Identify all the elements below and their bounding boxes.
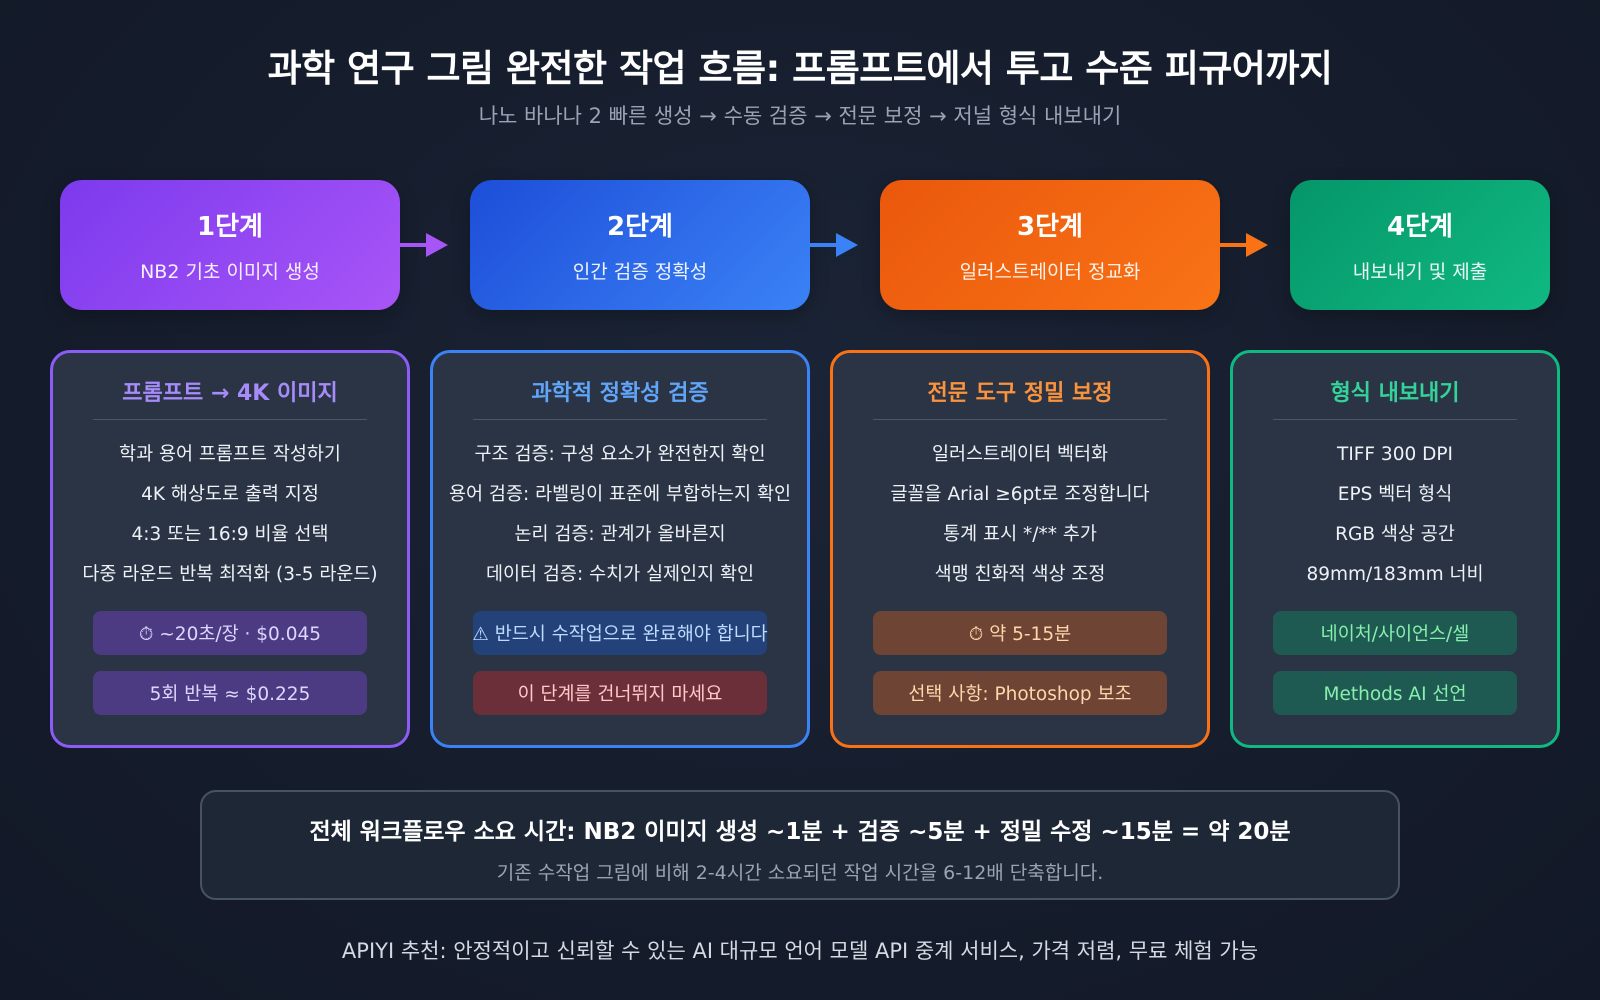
card-3-time-badge: ⏱ 약 5-15분 — [873, 611, 1167, 655]
stage-3-title: 3단계 — [1017, 212, 1083, 242]
detail-card-3: 전문 도구 정밀 보정 일러스트레이터 벡터화 글꼴을 Arial ≥6pt로 … — [830, 350, 1210, 748]
card-1-item: 다중 라운드 반복 최적화 (3-5 라운드) — [82, 564, 378, 585]
card-4-item: TIFF 300 DPI — [1337, 444, 1453, 465]
card-1-cost-badge: 5회 반복 ≈ $0.225 — [93, 671, 367, 715]
stage-2-title: 2단계 — [607, 212, 673, 242]
arrow-1-to-2 — [400, 233, 448, 257]
card-2-item: 데이터 검증: 수치가 실제인지 확인 — [485, 564, 755, 585]
card-3-item: 일러스트레이터 벡터화 — [931, 444, 1109, 465]
card-1-item: 4:3 또는 16:9 비율 선택 — [131, 524, 329, 545]
stage-1-box: 1단계 NB2 기초 이미지 생성 — [60, 180, 400, 310]
card-4-item: RGB 색상 공간 — [1335, 524, 1455, 545]
detail-card-4: 형식 내보내기 TIFF 300 DPI EPS 벡터 형식 RGB 색상 공간… — [1230, 350, 1560, 748]
card-3-item: 글꼴을 Arial ≥6pt로 조정합니다 — [890, 484, 1150, 505]
stage-4-box: 4단계 내보내기 및 제출 — [1290, 180, 1550, 310]
summary-main-text: 전체 워크플로우 소요 시간: NB2 이미지 생성 ~1분 + 검증 ~5분 … — [309, 819, 1291, 845]
card-1-item: 4K 해상도로 출력 지정 — [141, 484, 319, 505]
stage-1-subtitle: NB2 기초 이미지 생성 — [140, 261, 320, 283]
card-1-title: 프롬프트 → 4K 이미지 — [122, 381, 338, 406]
card-2-item: 용어 검증: 라벨링이 표준에 부합하는지 확인 — [449, 484, 791, 505]
card-3-item: 통계 표시 */** 추가 — [943, 524, 1097, 545]
stage-2-subtitle: 인간 검증 정확성 — [572, 261, 708, 283]
card-4-journal-badge: 네이처/사이언스/셀 — [1273, 611, 1517, 655]
stage-3-subtitle: 일러스트레이터 정교화 — [959, 261, 1141, 283]
card-2-item: 논리 검증: 관계가 올바른지 — [514, 524, 726, 545]
card-4-item: 89mm/183mm 너비 — [1306, 564, 1484, 585]
stage-3-box: 3단계 일러스트레이터 정교화 — [880, 180, 1220, 310]
card-4-methods-badge: Methods AI 선언 — [1273, 671, 1517, 715]
page-subtitle: 나노 바나나 2 빠른 생성 → 수동 검증 → 전문 보정 → 저널 형식 내… — [478, 104, 1122, 128]
summary-box: 전체 워크플로우 소요 시간: NB2 이미지 생성 ~1분 + 검증 ~5분 … — [200, 790, 1400, 900]
footer-note: APIYI 추천: 안정적이고 신뢰할 수 있는 AI 대규모 언어 모델 AP… — [341, 939, 1259, 963]
card-1-divider — [93, 419, 367, 420]
detail-card-2: 과학적 정확성 검증 구조 검증: 구성 요소가 완전한지 확인 용어 검증: … — [430, 350, 810, 748]
card-2-caution-badge: 이 단계를 건너뛰지 마세요 — [473, 671, 767, 715]
card-2-title: 과학적 정확성 검증 — [531, 381, 709, 406]
card-1-time-badge: ⏱ ~20초/장 · $0.045 — [93, 611, 367, 655]
card-1-item: 학과 용어 프롬프트 작성하기 — [119, 444, 341, 465]
card-4-title: 형식 내보내기 — [1330, 381, 1460, 406]
card-3-option-badge: 선택 사항: Photoshop 보조 — [873, 671, 1167, 715]
card-3-item: 색맹 친화적 색상 조정 — [934, 564, 1106, 585]
stage-1-title: 1단계 — [197, 212, 263, 242]
card-2-warning-badge: ⚠ 반드시 수작업으로 완료해야 합니다 — [472, 611, 768, 655]
stage-2-box: 2단계 인간 검증 정확성 — [470, 180, 810, 310]
page-title: 과학 연구 그림 완전한 작업 흐름: 프롬프트에서 투고 수준 피규어까지 — [267, 47, 1333, 90]
summary-sub-text: 기존 수작업 그림에 비해 2-4시간 소요되던 작업 시간을 6-12배 단축… — [496, 862, 1104, 884]
arrow-3-to-4 — [1220, 233, 1268, 257]
stage-4-subtitle: 내보내기 및 제출 — [1352, 261, 1488, 283]
card-4-item: EPS 벡터 형식 — [1337, 484, 1453, 505]
arrow-2-to-3 — [810, 233, 858, 257]
card-4-divider — [1273, 419, 1517, 420]
card-2-divider — [473, 419, 767, 420]
card-2-item: 구조 검증: 구성 요소가 완전한지 확인 — [474, 444, 766, 465]
stage-4-title: 4단계 — [1387, 212, 1453, 242]
card-3-divider — [873, 419, 1167, 420]
detail-card-1: 프롬프트 → 4K 이미지 학과 용어 프롬프트 작성하기 4K 해상도로 출력… — [50, 350, 410, 748]
card-3-title: 전문 도구 정밀 보정 — [927, 381, 1113, 406]
